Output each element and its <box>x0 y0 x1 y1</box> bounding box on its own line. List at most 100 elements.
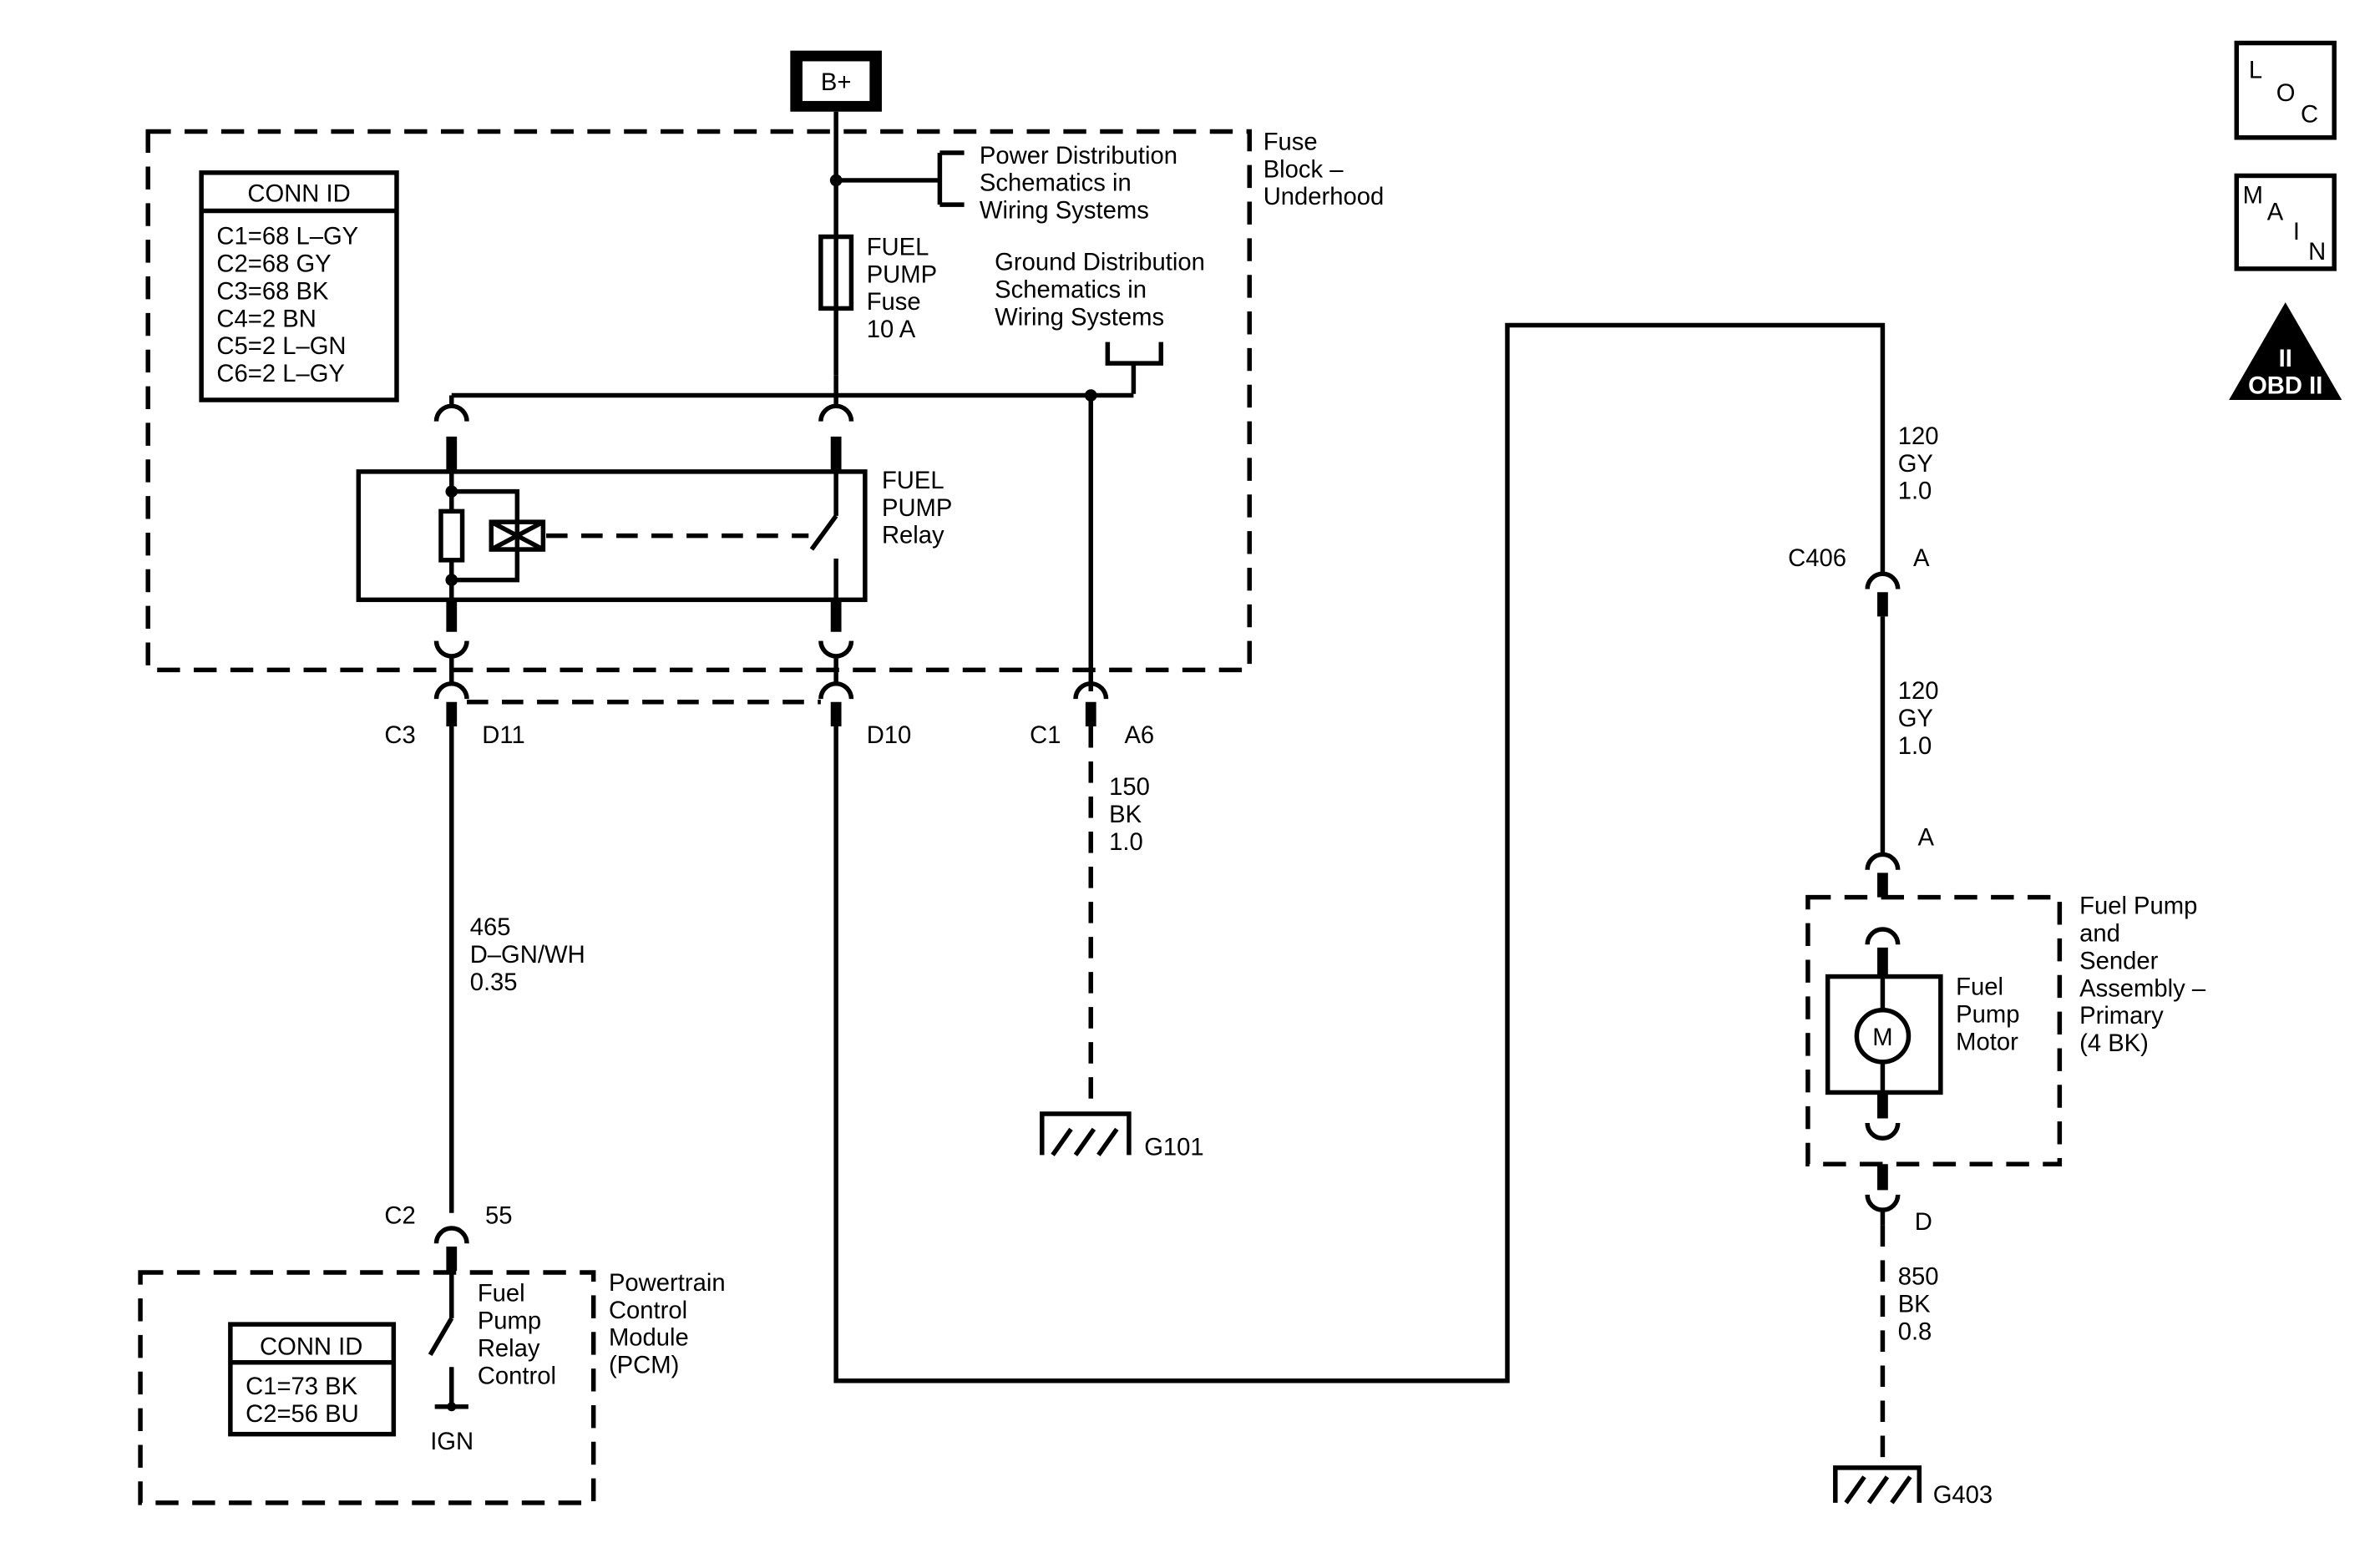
pump-assembly-label-line5: Primary <box>2079 1003 2164 1029</box>
loc-letter: O <box>2276 80 2296 107</box>
conn-id-table-pcm: CONN ID C1=73 BK C2=56 BU <box>228 1322 397 1437</box>
b-plus-terminal: B+ <box>790 50 882 112</box>
relay-coil <box>438 471 546 600</box>
pcm-control-label-line4: Control <box>478 1363 556 1389</box>
pump-assembly-label-line1: Fuel Pump <box>2079 893 2197 920</box>
loc-letter: L <box>2249 58 2262 84</box>
main-letter: M <box>2243 182 2263 209</box>
pump-assembly-label-line4: Assembly – <box>2079 975 2206 1002</box>
pump-assembly-label-line6: (4 BK) <box>2079 1030 2149 1057</box>
conn-id-title: CONN ID <box>260 1334 362 1361</box>
power-ref-line3: Wiring Systems <box>980 198 1149 225</box>
pcm-control-label-line2: Pump <box>478 1308 541 1335</box>
connector-label-c2: C2 <box>384 1203 415 1230</box>
connector-c2-55 <box>433 1226 469 1272</box>
ground-label-g101: G101 <box>1144 1134 1203 1161</box>
power-distribution-ref-bracket <box>836 150 965 207</box>
connector-label-c406: C406 <box>1788 545 1846 572</box>
pump-assembly-label-line3: Sender <box>2079 948 2158 974</box>
relay-label-line3: Relay <box>882 523 944 549</box>
fuse-block-label-line3: Underhood <box>1263 184 1385 210</box>
main-letter: I <box>2293 219 2300 245</box>
wire-465-number: 465 <box>470 914 511 941</box>
connector-label-c3: C3 <box>384 722 415 749</box>
wire-850-color: BK <box>1898 1292 1931 1318</box>
fuse-block-outline <box>145 129 1252 673</box>
power-ref-line2: Schematics in <box>980 170 1132 197</box>
power-ref-line1: Power Distribution <box>980 143 1177 169</box>
conn-id-row: C4=2 BN <box>216 306 316 332</box>
motor-symbol-letter: M <box>1872 1024 1892 1051</box>
ground-ref-line1: Ground Distribution <box>995 250 1205 276</box>
main-letter: N <box>2308 239 2326 266</box>
pcm-control-label-line3: Relay <box>478 1335 540 1362</box>
pcm-relay-control-switch <box>428 1271 468 1412</box>
wire-850-gauge: 0.8 <box>1898 1318 1932 1345</box>
connector-label-c406-a: A <box>1913 545 1930 572</box>
relay-pin-cup <box>818 640 854 684</box>
connector-pump-a <box>1865 852 1901 898</box>
wire-120-bottom-number: 120 <box>1898 678 1939 705</box>
relay-pin-cup <box>433 395 469 422</box>
pump-internal-cup <box>1865 927 1901 945</box>
ground-distribution-ref-bracket <box>1105 341 1164 394</box>
pump-motor-label-line1: Fuel <box>1956 974 2003 1001</box>
connector-c3-d11 <box>433 681 469 726</box>
connector-pump-d <box>1865 1164 1901 1226</box>
conn-id-row: C6=2 L–GY <box>216 361 345 387</box>
wire-120-top-number: 120 <box>1898 423 1939 450</box>
relay-label-line2: PUMP <box>882 495 952 522</box>
wire-150-gauge: 1.0 <box>1109 829 1143 856</box>
main-letter: A <box>2267 199 2284 225</box>
connector-label-pump-a: A <box>1917 824 1934 851</box>
obd-ii-button[interactable]: II OBD II <box>2229 302 2342 401</box>
wire-120-bottom-color: GY <box>1898 706 1933 732</box>
wire-850-number: 850 <box>1898 1264 1939 1291</box>
conn-id-row: C2=56 BU <box>246 1401 359 1428</box>
conn-id-title: CONN ID <box>247 181 350 208</box>
connector-label-a6: A6 <box>1124 722 1154 749</box>
conn-id-row: C2=68 GY <box>216 251 331 278</box>
wire-120-top-color: GY <box>1898 451 1933 478</box>
ground-ref-line2: Schematics in <box>995 277 1147 304</box>
pcm-outline <box>138 1270 596 1505</box>
conn-id-row: C3=68 BK <box>216 278 329 305</box>
obd-ii-numeral: II <box>2279 346 2292 372</box>
relay-label-line1: FUEL <box>882 468 944 494</box>
fuse-label-line3: Fuse <box>867 289 921 316</box>
fuse-block-label-line2: Block – <box>1263 156 1344 183</box>
loc-letter: C <box>2301 102 2318 129</box>
loc-button[interactable]: L O C <box>2234 40 2337 140</box>
fuse-label-line1: FUEL <box>867 234 929 261</box>
pcm-label-line1: Powertrain <box>609 1270 726 1297</box>
pcm-label-line2: Control <box>609 1297 687 1324</box>
ground-g403-symbol <box>1833 1465 1922 1505</box>
relay-switch <box>809 471 838 600</box>
pump-motor-label-line3: Motor <box>1956 1029 2018 1055</box>
relay-pin-cup <box>433 640 469 684</box>
wire-150-color: BK <box>1109 802 1142 828</box>
pump-internal-cup <box>1865 1122 1901 1141</box>
pump-motor-label-line2: Pump <box>1956 1001 2019 1028</box>
connector-c406 <box>1865 571 1901 617</box>
connector-label-d10: D10 <box>867 722 912 749</box>
conn-id-row: C1=68 L–GY <box>216 224 358 250</box>
conn-id-row: C1=73 BK <box>246 1373 358 1400</box>
main-button[interactable]: M A I N <box>2234 173 2337 271</box>
wire-120-top-gauge: 1.0 <box>1898 478 1932 505</box>
fuse-block-label-line1: Fuse <box>1263 129 1318 155</box>
connector-label-pump-d: D <box>1915 1209 1932 1236</box>
wire-120-route <box>833 322 1886 1383</box>
connector-d10 <box>818 681 854 726</box>
connector-c1-a6 <box>1073 681 1109 726</box>
relay-pin-cup <box>818 375 854 422</box>
fuel-pump-relay-body <box>356 469 868 603</box>
pcm-label-line4: (PCM) <box>609 1353 679 1379</box>
pump-assembly-label-line2: and <box>2079 921 2120 948</box>
ground-g101-symbol <box>1040 1111 1132 1156</box>
obd-ii-label: OBD II <box>2248 373 2322 400</box>
connector-label-c1: C1 <box>1030 722 1061 749</box>
wire-120-bottom-gauge: 1.0 <box>1898 733 1932 760</box>
fuel-pump-assembly-outline <box>1805 894 2063 1167</box>
